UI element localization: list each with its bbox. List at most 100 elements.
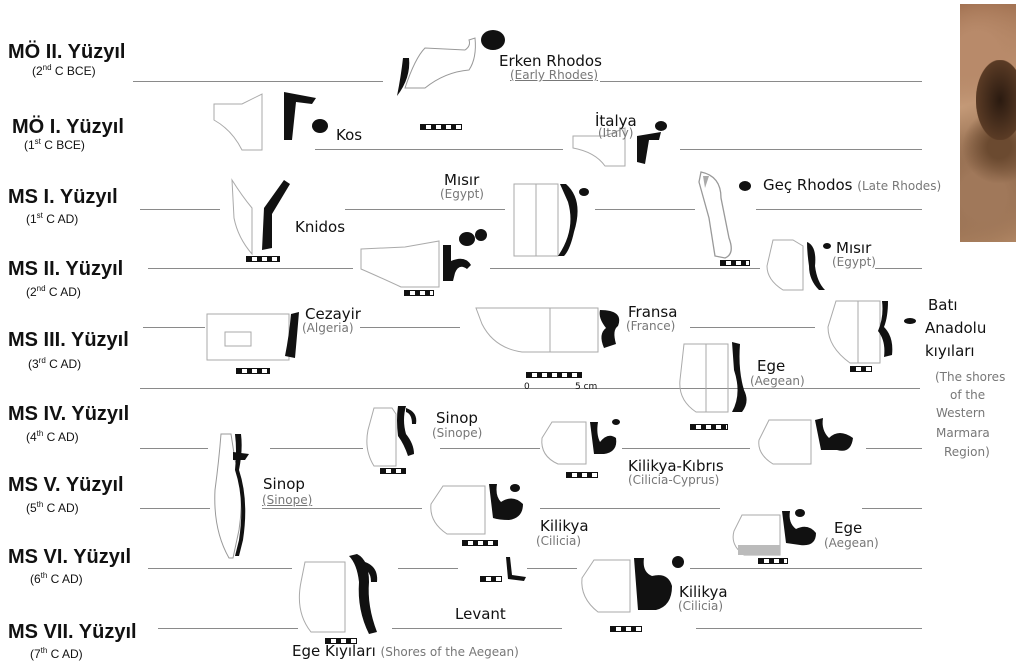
timeline-line-4th-ad xyxy=(866,448,922,449)
label-france: Fransa xyxy=(628,303,678,321)
timeline-line-4th-ad xyxy=(270,448,363,449)
label-algeria-en: (Algeria) xyxy=(302,321,354,335)
timeline-line-1st-ad xyxy=(595,209,695,210)
scale-bar xyxy=(236,368,270,374)
label-knidos: Knidos xyxy=(295,218,346,236)
period-label: MÖ II. Yüzyıl xyxy=(8,41,126,63)
timeline-line-6th-ad xyxy=(690,568,922,569)
label-late-rhodes: Geç Rhodos (Late Rhodes) xyxy=(763,176,942,194)
scale-bar xyxy=(758,558,788,564)
sherd-aegean-shores xyxy=(298,554,378,634)
timeline-line-2nd-ad xyxy=(148,268,353,269)
timeline-line-5th-ad xyxy=(540,508,720,509)
scale-bar xyxy=(566,472,598,478)
label-aegean-2-en: (Aegean) xyxy=(824,536,879,550)
timeline-line-1st-bce xyxy=(315,149,563,150)
scale-bar xyxy=(720,260,750,266)
scale-bar xyxy=(420,124,462,130)
timeline-line-3rd-ad-b xyxy=(630,388,920,389)
period-sublabel: (5th C AD) xyxy=(26,500,79,515)
timeline-line-4th-ad xyxy=(140,448,208,449)
label-algeria: Cezayir xyxy=(305,305,361,323)
period-sublabel: (1st C AD) xyxy=(26,211,79,226)
timeline-line-6th-ad xyxy=(398,568,458,569)
sherd-knidos xyxy=(231,178,290,256)
label-early-rhodes: Erken Rhodos xyxy=(499,52,602,70)
period-label: MS III. Yüzyıl xyxy=(8,329,129,351)
label-france-en: (France) xyxy=(626,319,676,333)
timeline-line-1st-ad xyxy=(140,209,220,210)
label-egypt-1-en: (Egypt) xyxy=(440,187,484,201)
label-cilicia-1: Kilikya xyxy=(540,517,589,535)
label-west-anatolia-en-5: Region) xyxy=(944,445,990,459)
sherd-sinope-2 xyxy=(214,433,249,559)
sherd-italy xyxy=(572,121,667,167)
period-label: MS V. Yüzyıl xyxy=(8,474,124,496)
timeline-line-2nd-bce xyxy=(133,81,383,82)
label-egypt-1: Mısır xyxy=(444,171,480,189)
timeline-line-5th-ad xyxy=(262,508,422,509)
label-early-rhodes-en: (Early Rhodes) xyxy=(510,68,599,82)
sherd-early-rhodes xyxy=(397,30,505,96)
timeline-line-5th-ad xyxy=(140,508,210,509)
sherd-sinope-1 xyxy=(366,406,417,467)
timeline-line-3rd-ad xyxy=(690,327,815,328)
label-cilicia-cyprus-en: (Cilicia-Cyprus) xyxy=(628,473,720,487)
label-west-anatolia-en-3: Western xyxy=(936,406,986,420)
timeline-line-5th-ad xyxy=(862,508,922,509)
timeline-line-4th-ad xyxy=(440,448,540,449)
sherd-levant xyxy=(506,557,526,581)
label-aegean-shores: Ege Kıyıları (Shores of the Aegean) xyxy=(292,642,519,660)
timeline-line-7th-ad xyxy=(696,628,922,629)
timeline-line-7th-ad xyxy=(392,628,562,629)
scale-bar xyxy=(325,638,357,644)
timeline-line-6th-ad xyxy=(527,568,577,569)
timeline-line-2nd-bce xyxy=(600,81,922,82)
label-sinope-1-en: (Sinope) xyxy=(432,426,483,440)
period-sublabel: (2nd C BCE) xyxy=(32,63,96,78)
label-scale-0: 0 xyxy=(524,382,530,392)
label-egypt-2: Mısır xyxy=(836,239,872,257)
timeline-line-3rd-ad xyxy=(143,327,205,328)
scale-bar xyxy=(610,626,642,632)
sherd-aegean-1 xyxy=(679,342,747,413)
period-label: MS IV. Yüzyıl xyxy=(8,403,130,425)
sherd-kos xyxy=(213,92,328,151)
label-sinope-1: Sinop xyxy=(436,409,478,427)
scale-bar xyxy=(480,576,502,582)
sherd-france xyxy=(475,307,620,353)
sherd-aegean-2 xyxy=(732,509,816,556)
scale-bar xyxy=(690,424,728,430)
label-kos: Kos xyxy=(336,126,363,144)
label-west-anatolia-en-1: (The shores xyxy=(935,370,1006,384)
label-scale-5: 5 cm xyxy=(575,382,598,392)
scale-bar xyxy=(246,256,280,262)
scale-bar xyxy=(462,540,498,546)
label-west-anatolia-2: Anadolu xyxy=(925,319,987,337)
period-label: MÖ I. Yüzyıl xyxy=(12,116,124,138)
label-west-anatolia-3: kıyıları xyxy=(925,342,975,360)
label-cilicia-2-en: (Cilicia) xyxy=(678,599,724,613)
label-levant: Levant xyxy=(455,605,506,623)
timeline-line-6th-ad xyxy=(148,568,292,569)
period-label: MS VI. Yüzyıl xyxy=(8,546,131,568)
label-sinope-2: Sinop xyxy=(263,475,305,493)
period-sublabel: (3rd C AD) xyxy=(28,356,82,371)
period-sublabel: (2nd C AD) xyxy=(26,284,81,299)
sherd-4th-ad-right xyxy=(758,418,853,465)
label-cilicia-cyprus: Kilikya-Kıbrıs xyxy=(628,457,724,475)
label-sinope-2-en: (Sinope) xyxy=(262,493,313,507)
sherd-cilicia-cyprus xyxy=(541,419,620,465)
label-west-anatolia-1: Batı xyxy=(928,296,958,314)
scale-bar xyxy=(850,366,872,372)
label-italy-en: (Italy) xyxy=(598,126,634,140)
label-aegean-1: Ege xyxy=(757,357,786,375)
timeline-line-2nd-ad xyxy=(875,268,922,269)
label-west-anatolia-en-4: Marmara xyxy=(936,426,990,440)
sherd-cilicia-2 xyxy=(581,556,684,613)
timeline-line-7th-ad xyxy=(158,628,298,629)
timeline-line-1st-ad xyxy=(756,209,922,210)
label-egypt-2-en: (Egypt) xyxy=(832,255,876,269)
period-sublabel: (1st C BCE) xyxy=(24,137,85,152)
period-label: MS II. Yüzyıl xyxy=(8,258,124,280)
